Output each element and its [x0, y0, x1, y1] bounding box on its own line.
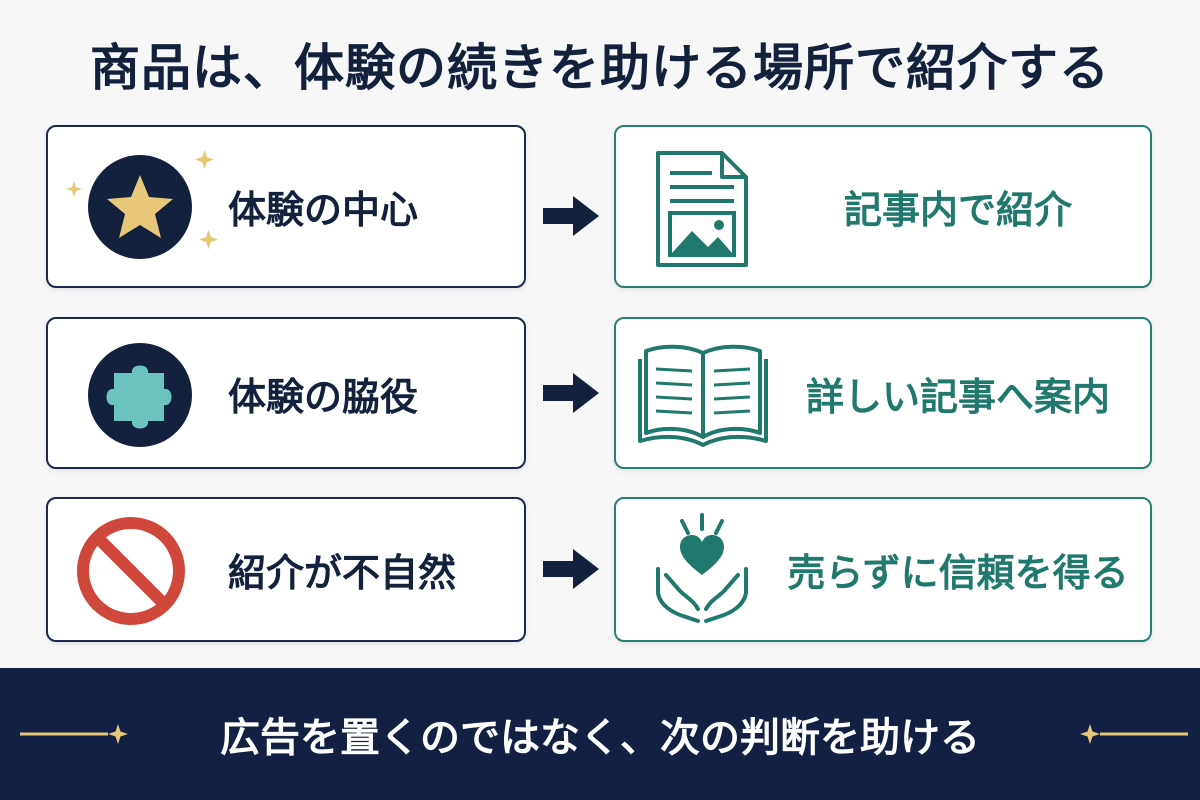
left-label-experience-supporting: 体験の脇役	[228, 374, 419, 419]
puzzle-piece-icon	[88, 343, 192, 447]
left-card-experience-center: 体験の中心	[46, 125, 526, 288]
article-document-icon	[656, 151, 748, 267]
footer-banner: 広告を置くのではなく、次の判断を助ける	[0, 668, 1200, 800]
star-icon	[66, 150, 218, 259]
right-label-article-intro: 記事内で紹介	[843, 188, 1072, 232]
left-sparkle-line-icon	[20, 724, 128, 744]
arrow-right-icon	[543, 196, 599, 236]
right-card-article-intro: 記事内で紹介	[614, 125, 1152, 288]
page-title: 商品は、体験の続きを助ける場所で紹介する	[90, 39, 1110, 97]
right-label-earn-trust: 売らずに信頼を得る	[787, 551, 1129, 595]
prohibited-icon	[77, 517, 185, 625]
open-book-icon	[638, 344, 768, 447]
left-card-unnatural-intro: 紹介が不自然	[46, 497, 526, 642]
arrow-right-icon	[543, 373, 599, 413]
right-card-detailed-article: 詳しい記事へ案内	[614, 317, 1152, 469]
right-sparkle-line-icon	[1080, 724, 1188, 744]
right-card-earn-trust: 売らずに信頼を得る	[614, 497, 1152, 642]
left-card-experience-supporting: 体験の脇役	[46, 317, 526, 469]
heart-hands-icon	[656, 513, 748, 623]
banner-text: 広告を置くのではなく、次の判断を助ける	[220, 715, 980, 761]
right-label-detailed-article: 詳しい記事へ案内	[805, 374, 1110, 419]
arrow-right-icon	[543, 549, 599, 589]
left-label-unnatural-intro: 紹介が不自然	[228, 551, 457, 595]
left-label-experience-center: 体験の中心	[228, 188, 419, 232]
